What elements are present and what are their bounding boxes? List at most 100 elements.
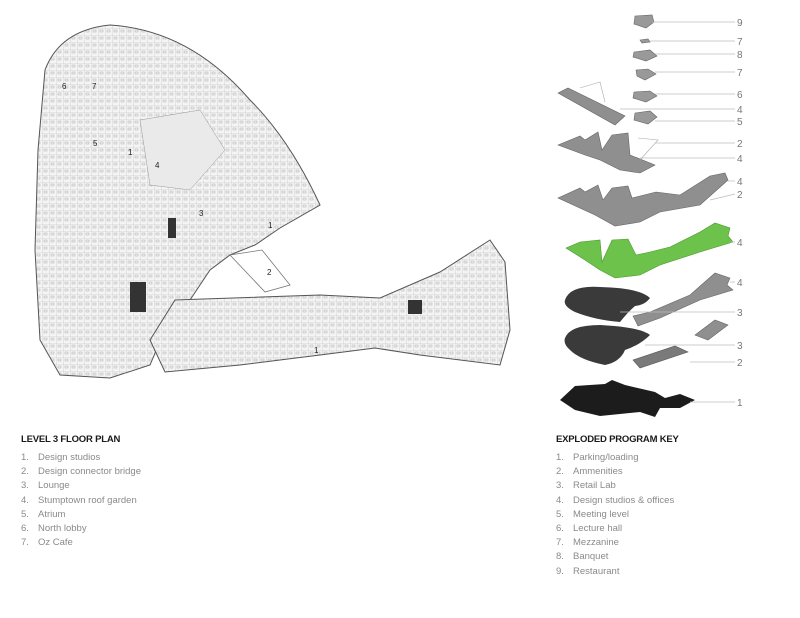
legend-number: 5. [556,508,564,520]
leader-label: 2 [737,190,743,201]
leader-label: 3 [737,341,743,352]
slab-mezzanine [635,68,657,81]
outline-amenity [579,81,606,103]
leader-label: 4 [737,238,743,249]
slab-banquet [632,49,658,62]
legend-item: 1. Design studios [21,451,141,465]
legend-item: 5. Meeting level [556,508,679,522]
exploded-diagram [557,14,734,417]
legend-label: Atrium [38,508,66,520]
legend-number: 2. [21,466,29,478]
legend-label: Meeting level [573,508,629,520]
legend-number: 6. [556,522,564,534]
leader-label: 7 [737,68,743,79]
plan-label: 3 [199,209,204,218]
legend-item: 9.Restaurant [556,565,679,579]
legend-label: Mezzanine [573,537,619,549]
leader-label: 3 [737,308,743,319]
legend-item: 3. Lounge [21,479,141,493]
leader-lines [620,21,736,403]
core-dark [168,218,176,238]
legend-number: 2. [556,466,564,478]
plan-label: 2 [267,268,272,277]
legend-item: 4.Design studios & offices [556,494,679,508]
leader-label: 2 [737,139,743,150]
slab-retail-lab-dark [564,286,650,322]
legend-number: 4. [556,494,564,506]
floor-plan-south-wing [149,239,511,373]
slab-mezzanine-upper [639,38,651,44]
legend-label: Design connector bridge [38,466,141,478]
slab-restaurant [633,14,655,29]
slab-roof-garden-highlight [565,222,734,279]
plan-label: 4 [155,161,160,170]
legend-number: 9. [556,565,564,577]
legend-number: 8. [556,551,564,563]
leader-label: 4 [737,105,743,116]
legend-number: 3. [556,480,564,492]
slab-studios-level-3 [557,172,729,227]
floor-plan-legend: LEVEL 3 FLOOR PLAN 1. Design studios 2. Des… [21,434,141,550]
legend-number: 5. [21,508,29,520]
legend-item: 6. Lecture hall [556,522,679,536]
legend-item: 7.Mezzanine [556,536,679,550]
legend-item: 1.Parking/loading [556,451,679,465]
outline-amenity [637,137,659,161]
legend-number: 1. [21,452,29,463]
plan-label: 7 [92,82,97,91]
legend-label: Stumptown roof garden [38,494,137,506]
leader-label: 4 [737,177,743,188]
legend-number: 6. [21,522,29,534]
leader-label: 1 [737,398,743,409]
floor-plan-title: LEVEL 3 FLOOR PLAN [21,434,121,445]
core-dark [130,282,146,312]
connector-bridge [229,249,291,293]
leader-label: 2 [737,358,743,369]
leader-label: 4 [737,278,743,289]
legend-item: 8. Banquet [556,550,679,564]
legend-item: 6. North lobby [21,522,141,536]
legend-item: 2. Ammenities [556,465,679,479]
core-dark [408,300,422,314]
leader-label: 4 [737,154,743,165]
legend-label: Lounge [38,480,70,492]
slab-retail-dark [564,325,650,365]
plan-label: 6 [62,82,67,91]
slab-parking [560,380,695,417]
legend-item: 5. Atrium [21,508,141,522]
legend-label: North lobby [38,522,87,534]
plan-label: 1 [128,148,133,157]
legend-number: 7. [21,537,29,549]
leader-label: 9 [737,18,743,29]
plan-label: 5 [93,139,98,148]
plan-label: 1 [268,221,273,230]
plan-label: 1 [314,346,319,355]
roof-garden [139,109,226,191]
legend-label: Retail Lab [573,480,616,492]
floor-plan: 6 7 5 1 4 3 1 2 1 [34,24,511,379]
slab-studios-top [557,87,626,126]
legend-label: Parking/loading [573,452,639,463]
legend-item: 2. Design connector bridge [21,465,141,479]
leader-label: 6 [737,90,743,101]
legend-label: Banquet [573,551,609,563]
legend-label: Design studios [38,452,101,463]
legend-number: 3. [21,480,29,492]
slab-studios-level-2 [557,131,656,174]
leader-label: 7 [737,37,743,48]
slab-amenity [694,319,729,341]
leader-labels: 9 7 8 7 6 4 5 2 4 4 2 4 4 3 3 2 1 [737,18,743,409]
legend-label: Ammenities [573,466,623,478]
leader-label: 5 [737,117,743,128]
legend-number: 4. [21,494,29,506]
slab-lecture-hall [632,90,658,103]
legend-item: 4. Stumptown roof garden [21,494,141,508]
legend-label: Oz Cafe [38,537,73,549]
floor-plan-north-wing [34,24,321,379]
program-key-title: EXPLODED PROGRAM KEY [556,434,679,445]
slab-meeting [633,110,658,125]
slab-studios-retail [632,272,734,327]
plan-labels: 6 7 5 1 4 3 1 2 1 [62,82,319,355]
legend-label: Lecture hall [573,522,623,534]
